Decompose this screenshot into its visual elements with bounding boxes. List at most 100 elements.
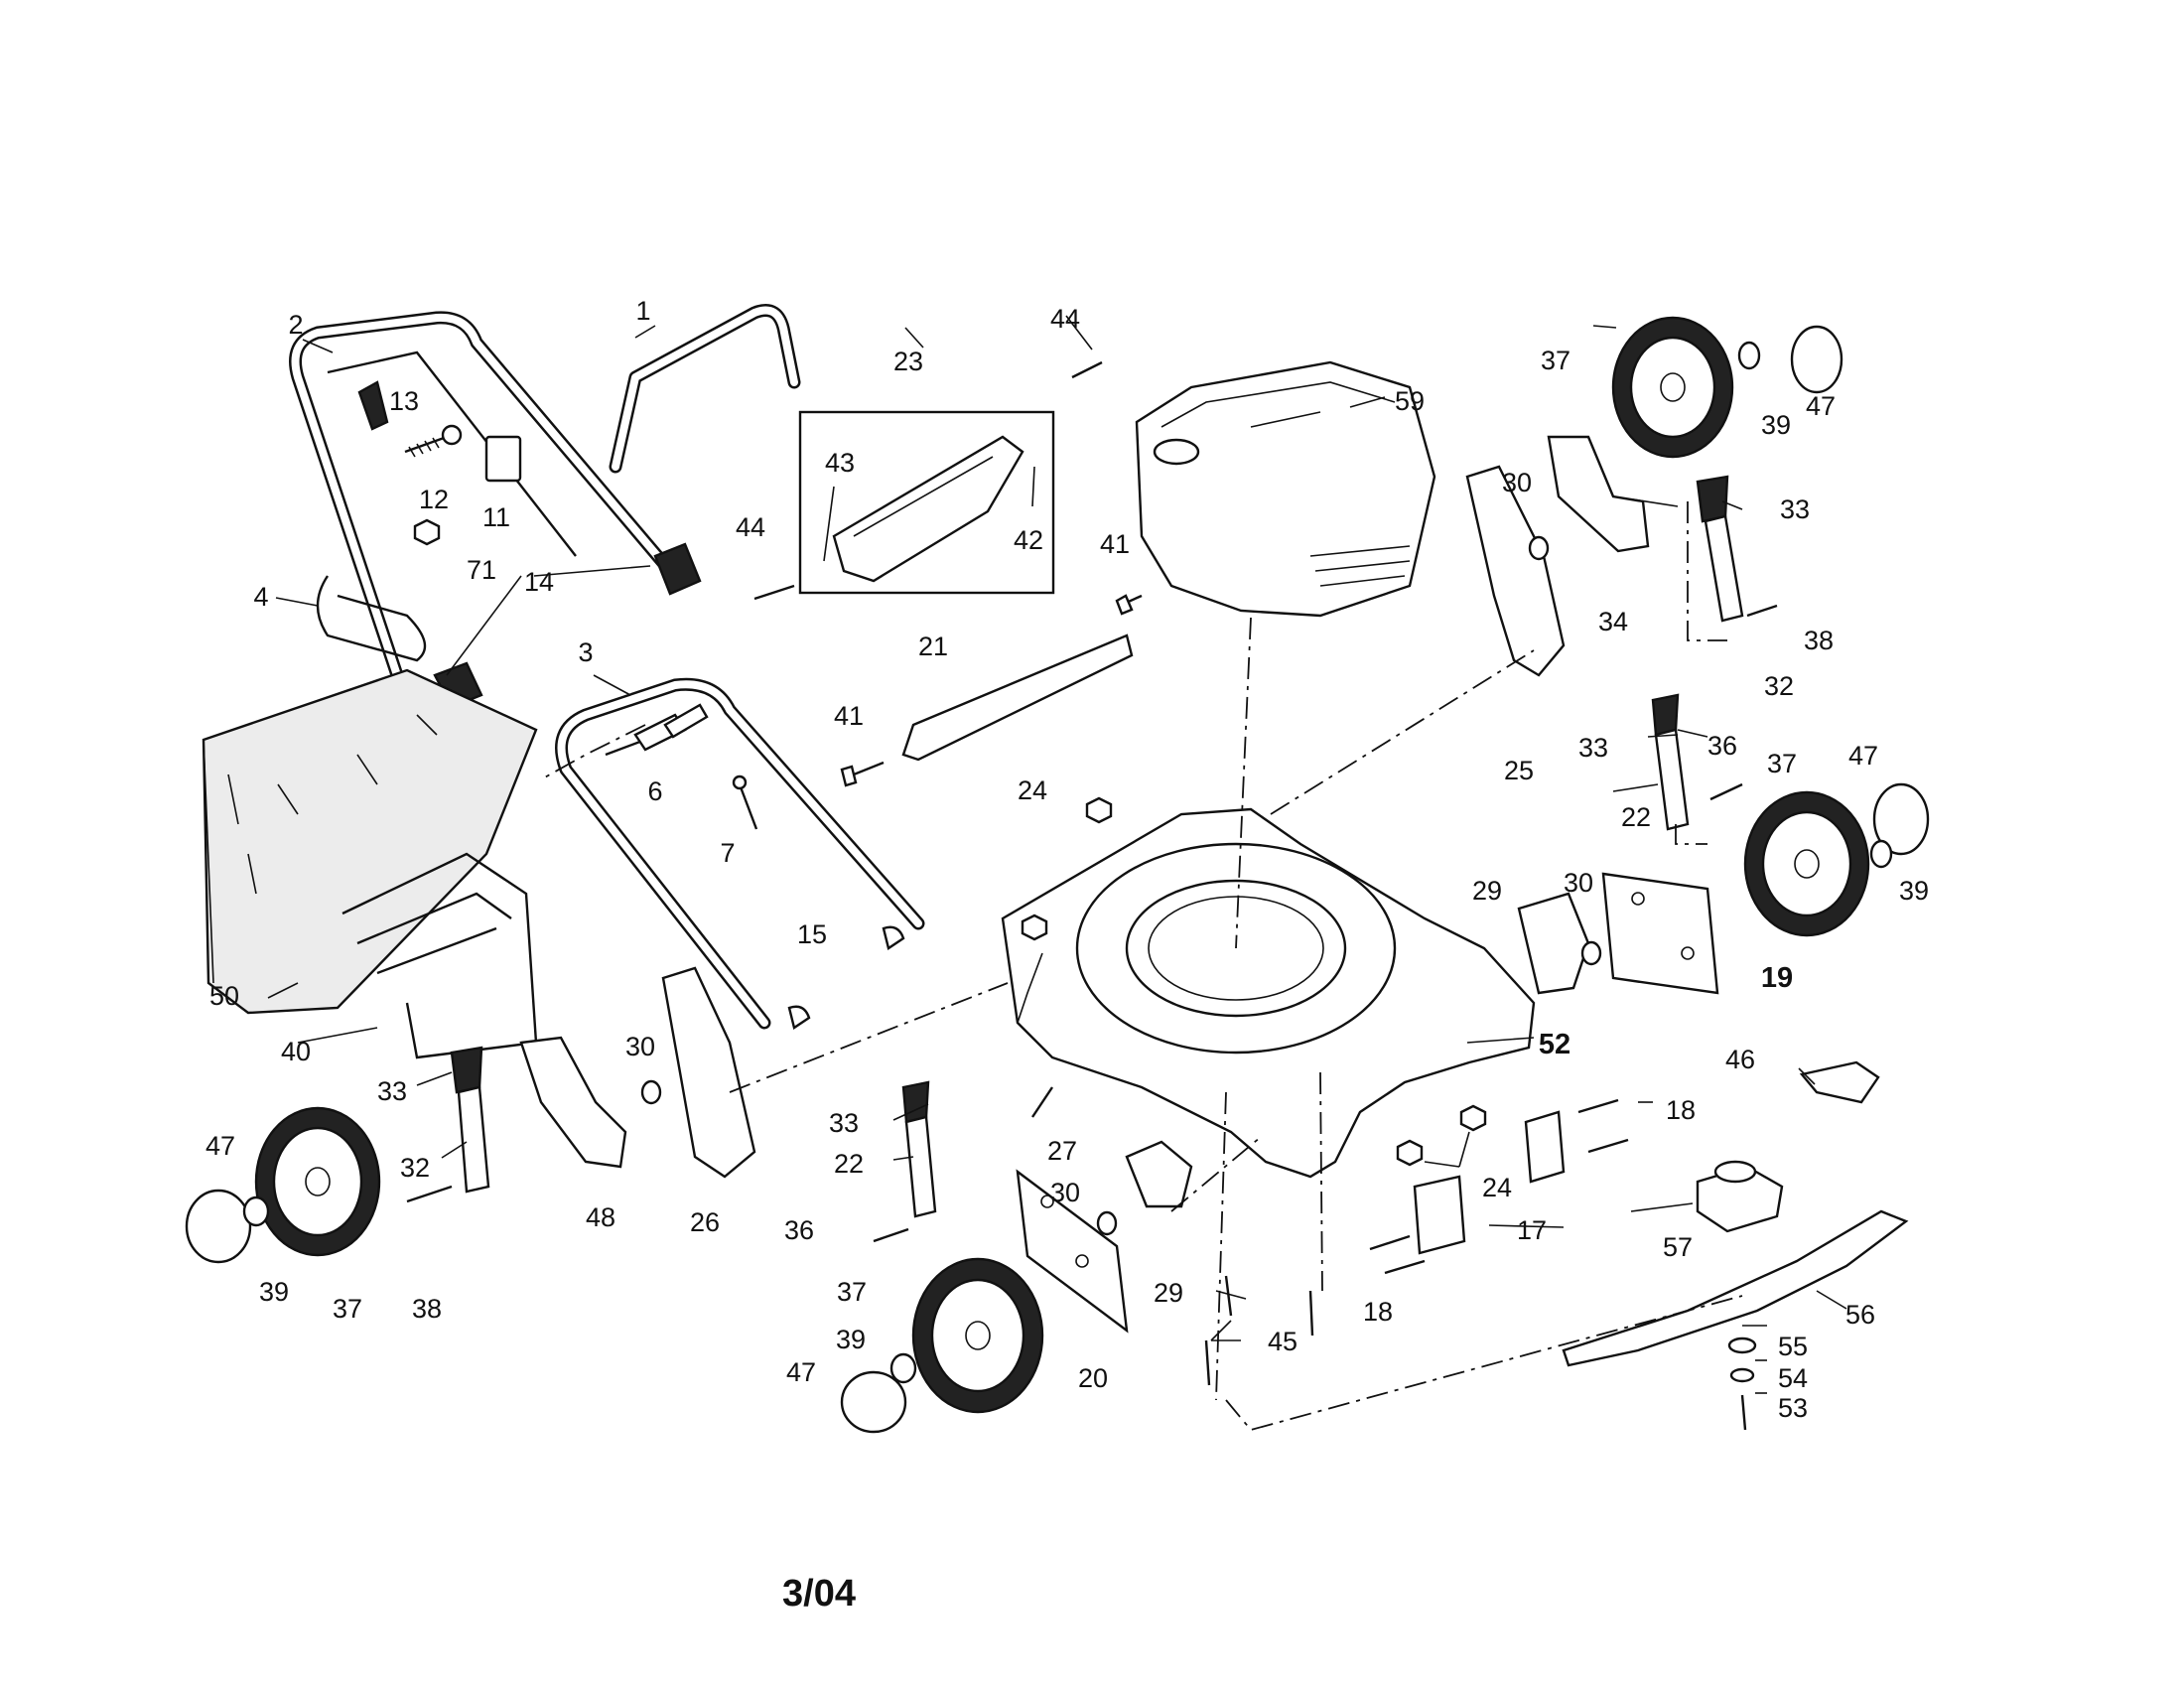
callout-30-left: 30 (625, 1032, 655, 1061)
callout-32-left: 32 (400, 1153, 430, 1183)
callout-23: 23 (893, 347, 923, 376)
callout-26: 26 (690, 1207, 720, 1237)
callout-38-right: 38 (1804, 626, 1834, 655)
callout-14: 14 (524, 567, 554, 597)
assembly-center-lines (540, 501, 1743, 1432)
callout-38-left: 38 (412, 1294, 442, 1324)
bracket-part-11 (484, 435, 522, 483)
callout-labels: 1 2 3 4 6 7 11 12 13 14 15 17 18 18 19 2… (205, 296, 1929, 1423)
callout-71: 71 (467, 555, 496, 585)
hinge-rod-part-21 (901, 633, 1134, 762)
callout-33-bottom: 33 (829, 1108, 859, 1138)
callout-29-left: 29 (1154, 1278, 1183, 1308)
baffle-box-part-23 (798, 410, 1055, 595)
engine-part-59 (1135, 360, 1436, 618)
callout-34: 34 (1598, 607, 1628, 636)
callout-17: 17 (1517, 1215, 1547, 1245)
callout-48: 48 (586, 1202, 615, 1232)
screw-part-41-right (1115, 594, 1143, 616)
callout-47-top: 47 (1806, 391, 1836, 421)
rear-bracket-part-26 (661, 966, 756, 1179)
callout-22-left: 22 (834, 1149, 864, 1179)
callout-6: 6 (647, 776, 662, 806)
bolt-part-7 (732, 774, 758, 830)
bolt-part-38 (406, 604, 1778, 1203)
callout-56: 56 (1845, 1300, 1875, 1330)
label-part-46 (1799, 1060, 1880, 1104)
wheel-part-37-front-bottom (911, 1257, 1044, 1414)
baffle-plate-part-29 (1125, 892, 1590, 1208)
bolt-part-18 (1369, 1098, 1629, 1275)
nut-part-39 (242, 341, 1893, 1384)
callout-44-left: 44 (736, 512, 765, 542)
adjuster-lever-part-32 (457, 514, 1744, 1194)
callout-33-left: 33 (377, 1076, 407, 1106)
knob-part-14-upper (653, 542, 702, 596)
callout-37-top: 37 (1541, 346, 1570, 375)
plate-part-19 (1601, 872, 1719, 995)
callout-13: 13 (389, 386, 419, 416)
callout-25: 25 (1504, 756, 1534, 785)
callout-36-right: 36 (1707, 731, 1737, 761)
nut-part-71 (413, 518, 441, 546)
callout-46: 46 (1725, 1045, 1755, 1074)
callout-52: 52 (1539, 1029, 1570, 1060)
callout-3: 3 (578, 637, 593, 667)
axle-bracket-part-48 (519, 1036, 627, 1169)
callout-47-right: 47 (1848, 741, 1878, 771)
callout-21: 21 (918, 632, 948, 661)
callout-4: 4 (253, 582, 268, 612)
callout-27: 27 (1047, 1136, 1077, 1166)
hairpin-part-4 (316, 575, 427, 662)
callout-54: 54 (1778, 1363, 1808, 1393)
upper-handle-part-2 (289, 311, 677, 742)
clip-part-15 (787, 925, 905, 1030)
grass-bag-part-50 (202, 668, 538, 1015)
callout-57: 57 (1663, 1232, 1693, 1262)
callout-30-right: 30 (1564, 868, 1593, 898)
screw-part-44-right (1071, 360, 1103, 379)
wheel-part-37-rear-right (1743, 790, 1870, 937)
callout-7: 7 (720, 838, 735, 868)
bolt-part-27 (1031, 1086, 1053, 1118)
height-adjuster-part-33 (450, 475, 1729, 1124)
callout-50: 50 (209, 981, 239, 1011)
callout-24-bottom: 24 (1482, 1173, 1512, 1202)
callout-19: 19 (1761, 962, 1793, 994)
adjuster-lever-part-22 (904, 728, 1690, 1218)
plate-part-17 (1413, 1110, 1566, 1255)
callout-45: 45 (1268, 1327, 1297, 1356)
callout-2: 2 (288, 310, 303, 340)
callout-37-bottom: 37 (837, 1277, 867, 1307)
callout-33-top: 33 (1780, 494, 1810, 524)
callout-32-right: 32 (1764, 671, 1794, 701)
callout-55: 55 (1778, 1332, 1808, 1361)
knob-bolt-part-6 (605, 703, 709, 757)
callout-24-top: 24 (1018, 775, 1047, 805)
callout-12: 12 (419, 485, 449, 514)
bolt-part-36 (873, 782, 1743, 1243)
callout-37-right: 37 (1767, 749, 1797, 778)
callout-15: 15 (797, 919, 827, 949)
hubcap-part-47 (185, 325, 1930, 1434)
rear-bracket-part-25 (1465, 465, 1566, 677)
axle-bracket-part-34 (1547, 435, 1650, 553)
control-bar-part-1 (609, 304, 801, 474)
hardware-part-55-54-53 (1727, 1337, 1757, 1431)
bolt-part-12 (404, 424, 463, 458)
callout-44-right: 44 (1050, 304, 1080, 334)
wheel-part-37-rear-top (1611, 316, 1734, 459)
plate-part-20 (1016, 1169, 1129, 1334)
callout-40: 40 (281, 1037, 311, 1066)
blade-part-56 (1562, 1209, 1909, 1367)
callout-36-left: 36 (784, 1215, 814, 1245)
cable-part-13 (357, 380, 389, 431)
blade-adapter-part-57 (1696, 1160, 1784, 1233)
callout-leaders (267, 315, 1847, 1394)
callout-39-bottom: 39 (836, 1325, 866, 1354)
wheel-part-37-front-left (254, 1106, 381, 1257)
screw-part-41-left (840, 761, 885, 787)
callout-39-right: 39 (1899, 876, 1929, 906)
washer-part-30 (640, 535, 1602, 1236)
